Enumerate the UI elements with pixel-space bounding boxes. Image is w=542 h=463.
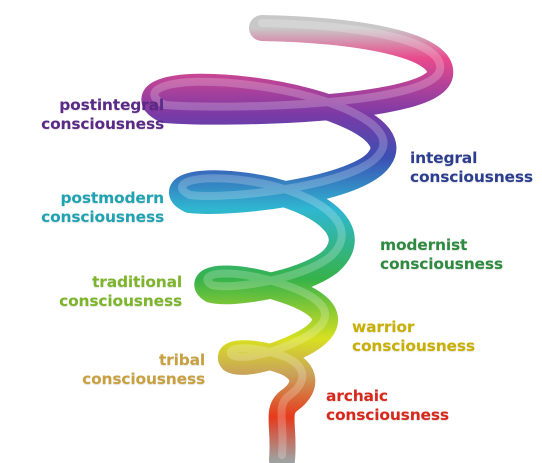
label-postintegral-line2: consciousness <box>41 115 164 133</box>
label-tribal-line1: tribal <box>158 351 205 369</box>
label-archaic-line2: consciousness <box>326 406 449 424</box>
label-postmodern: postmodern consciousness <box>14 189 164 227</box>
label-postintegral: postintegral consciousness <box>14 96 164 134</box>
label-postmodern-line2: consciousness <box>41 208 164 226</box>
label-postintegral-line1: postintegral <box>59 96 164 114</box>
label-traditional-line1: traditional <box>92 273 182 291</box>
label-warrior-line2: consciousness <box>352 337 475 355</box>
label-modernist-line1: modernist <box>380 236 468 254</box>
label-tribal-line2: consciousness <box>82 370 205 388</box>
label-traditional: traditional consciousness <box>30 273 182 311</box>
label-archaic-line1: archaic <box>326 387 388 405</box>
label-postmodern-line1: postmodern <box>60 189 165 207</box>
label-integral: integral consciousness <box>410 149 533 187</box>
label-integral-line1: integral <box>410 149 478 167</box>
label-modernist-line2: consciousness <box>380 255 503 273</box>
label-traditional-line2: consciousness <box>59 292 182 310</box>
label-integral-line2: consciousness <box>410 168 533 186</box>
label-tribal: tribal consciousness <box>50 351 205 389</box>
spiral-tube <box>141 15 454 463</box>
label-modernist: modernist consciousness <box>380 236 503 274</box>
label-warrior-line1: warrior <box>352 318 415 336</box>
label-archaic: archaic consciousness <box>326 387 449 425</box>
label-warrior: warrior consciousness <box>352 318 475 356</box>
